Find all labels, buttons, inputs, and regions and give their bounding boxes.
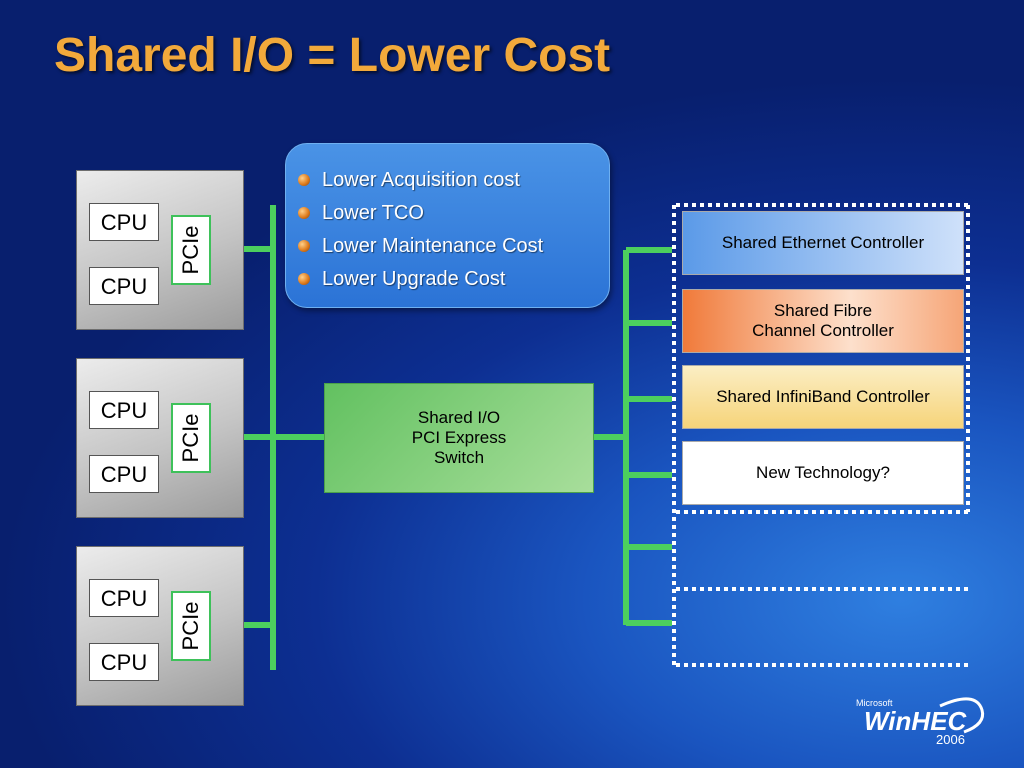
bullet-icon [298, 174, 310, 186]
switch-label-line1: Shared I/O [417, 408, 501, 427]
controller-label: Shared Fibre [773, 301, 873, 320]
pcie-node: PCIe [171, 591, 211, 661]
controller-label: New Technology? [756, 463, 890, 482]
controller-new-technology: New Technology? [682, 441, 964, 505]
benefit-item: Lower Acquisition cost [298, 164, 609, 197]
pcie-label: PCIe [178, 225, 203, 275]
slide-title: Shared I/O = Lower Cost [54, 29, 611, 82]
pcie-node: PCIe [171, 215, 211, 285]
winhec-logo: Microsoft WinHEC 2006 [848, 688, 998, 750]
cpu-node: CPU [89, 455, 159, 493]
bullet-icon [298, 207, 310, 219]
cpu-node: CPU [89, 267, 159, 305]
bullet-icon [298, 273, 310, 285]
cpu-group-3: CPU CPU PCIe [76, 546, 244, 706]
controller-label: Shared Ethernet Controller [721, 233, 925, 252]
pcie-switch-node: Shared I/O PCI Express Switch [324, 383, 594, 493]
pcie-node: PCIe [171, 403, 211, 473]
logo-winhec-text: WinHEC [864, 706, 967, 736]
controller-fibre-channel: Shared Fibre Channel Controller [682, 289, 964, 353]
controller-infiniband: Shared InfiniBand Controller [682, 365, 964, 429]
pcie-label: PCIe [178, 413, 203, 463]
logo-swoosh-icon [939, 697, 985, 734]
benefit-item: Lower Upgrade Cost [298, 263, 609, 296]
benefits-panel: Lower Acquisition cost Lower TCO Lower M… [285, 143, 610, 308]
cpu-group-1: CPU CPU PCIe [76, 170, 244, 330]
cpu-node: CPU [89, 391, 159, 429]
cpu-node: CPU [89, 579, 159, 617]
pcie-label: PCIe [178, 601, 203, 651]
switch-label-line2: PCI Express [411, 428, 507, 447]
benefit-item: Lower TCO [298, 197, 609, 230]
cpu-node: CPU [89, 203, 159, 241]
controller-ethernet: Shared Ethernet Controller [682, 211, 964, 275]
switch-label-line3: Switch [433, 448, 485, 467]
logo-microsoft-text: Microsoft [856, 698, 893, 708]
bullet-icon [298, 240, 310, 252]
benefit-item: Lower Maintenance Cost [298, 230, 609, 263]
cpu-node: CPU [89, 643, 159, 681]
logo-year-text: 2006 [936, 732, 965, 747]
controller-label: Channel Controller [752, 321, 894, 340]
cpu-group-2: CPU CPU PCIe [76, 358, 244, 518]
benefits-list: Lower Acquisition cost Lower TCO Lower M… [298, 164, 609, 296]
controller-label: Shared InfiniBand Controller [716, 387, 930, 406]
